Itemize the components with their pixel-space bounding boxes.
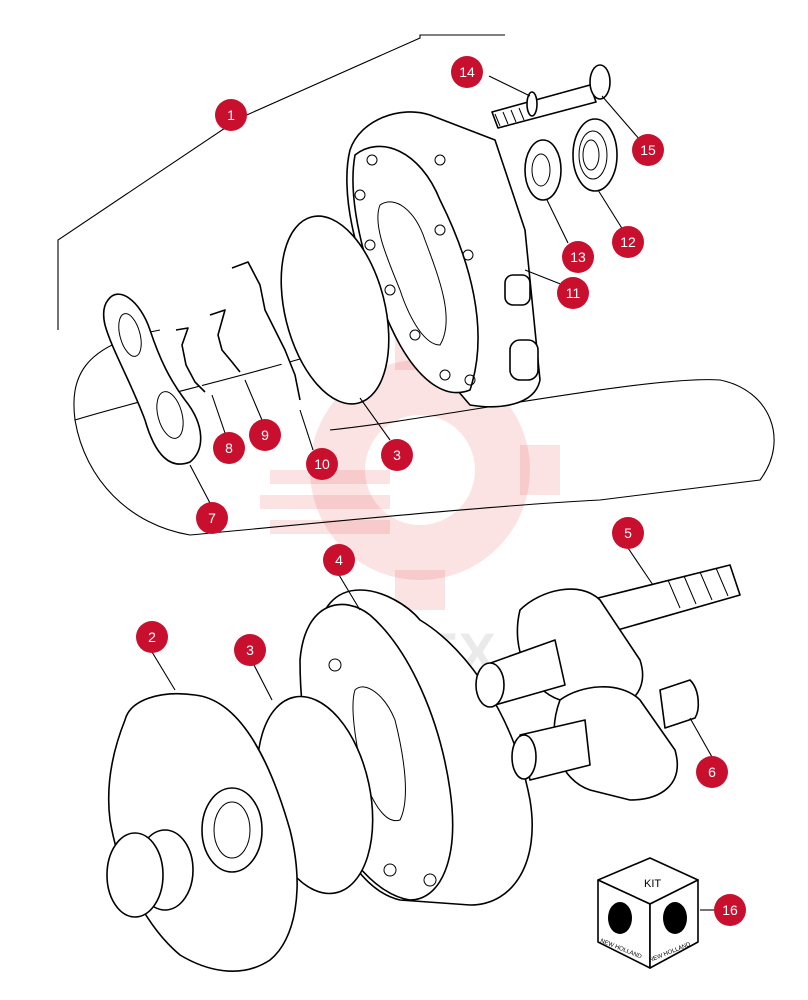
drive-gear-part: [475, 564, 741, 711]
svg-text:12: 12: [620, 234, 636, 250]
callout-9: 9: [249, 419, 281, 451]
callout-8: 8: [213, 432, 245, 464]
kit-label: KIT: [644, 878, 661, 890]
gasket-part: [102, 293, 202, 465]
svg-text:1: 1: [227, 107, 235, 123]
svg-text:14: 14: [459, 64, 475, 80]
o-ring-upper-part: [280, 215, 390, 405]
callout-1: 1: [215, 99, 247, 131]
svg-text:11: 11: [566, 285, 581, 301]
callout-15: 15: [632, 134, 664, 166]
callout-13: 13: [562, 241, 594, 273]
callout-12: 12: [612, 226, 644, 258]
leader-lines: [151, 75, 715, 911]
kit-box-icon: [597, 857, 699, 969]
exploded-view-envelope: [73, 329, 775, 536]
svg-text:3: 3: [393, 447, 401, 463]
callout-3-lower: 3: [234, 634, 266, 666]
callout-10: 10: [306, 448, 338, 480]
svg-text:3: 3: [246, 642, 254, 658]
driven-gear-part: [511, 679, 700, 801]
svg-text:2: 2: [148, 629, 156, 645]
callout-14: 14: [451, 56, 483, 88]
callout-5: 5: [612, 517, 644, 549]
callout-7: 7: [196, 502, 228, 534]
rear-cover-part: [346, 111, 541, 408]
assembly-bracket: [57, 34, 505, 330]
svg-text:6: 6: [708, 764, 716, 780]
seal-ring-part: [524, 139, 562, 201]
svg-text:7: 7: [208, 510, 216, 526]
bolt-part: [491, 64, 611, 129]
clip-8-part: [175, 327, 206, 393]
svg-text:10: 10: [314, 456, 330, 472]
bearing-part: [572, 118, 618, 192]
callout-11: 11: [557, 277, 589, 309]
callout-4: 4: [323, 544, 355, 576]
svg-text:15: 15: [640, 142, 656, 158]
svg-text:4: 4: [335, 552, 343, 568]
svg-text:9: 9: [261, 427, 269, 443]
svg-text:5: 5: [624, 525, 632, 541]
svg-text:16: 16: [722, 902, 738, 918]
callout-3-upper: 3: [381, 439, 413, 471]
callout-16: 16: [714, 894, 746, 926]
front-cover-part: [106, 692, 298, 972]
clip-10-part: [231, 261, 301, 401]
svg-text:13: 13: [570, 249, 586, 265]
callout-2: 2: [136, 621, 168, 653]
callout-6: 6: [696, 756, 728, 788]
clip-9-part: [209, 309, 241, 373]
svg-text:8: 8: [225, 440, 233, 456]
